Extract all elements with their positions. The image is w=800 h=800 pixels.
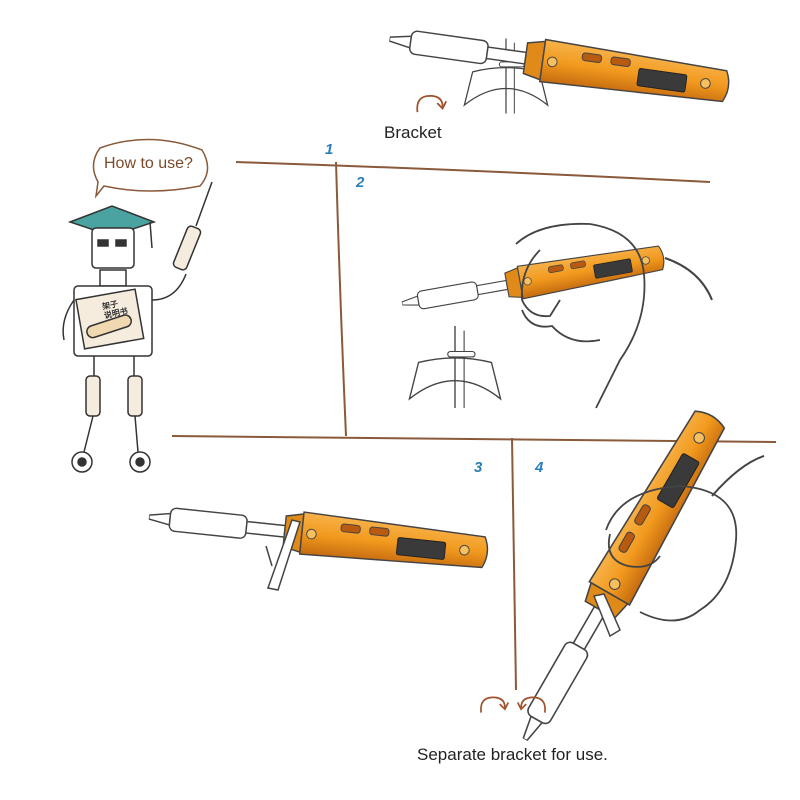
soldering-iron-icon (398, 240, 667, 321)
soldering-iron-icon (385, 17, 733, 109)
robot-teacher (62, 138, 213, 473)
panel-2-hand-iron (398, 222, 713, 409)
step-number-4: 4 (535, 459, 544, 476)
bracket-stand-icon (592, 593, 621, 638)
panel-lines (171, 161, 777, 691)
step-number-1: 1 (325, 141, 334, 158)
separate-bracket-label: Separate bracket for use. (417, 745, 608, 764)
hand-icon (515, 222, 646, 409)
bracket-stand-icon (267, 519, 301, 591)
hand-icon (605, 485, 738, 622)
rotate-arrow-icon (479, 696, 510, 714)
step-number-3: 3 (474, 459, 483, 476)
speech-bubble-text: How to use? (104, 155, 193, 172)
bracket-label: Bracket (384, 123, 442, 142)
speech-bubble (92, 138, 209, 199)
step-number-2: 2 (356, 174, 365, 191)
panel-4-hand-iron-diagonal (479, 403, 765, 753)
soldering-iron-icon (145, 495, 491, 575)
bracket-stand-icon (408, 326, 502, 408)
rotate-arrow-icon (416, 94, 448, 114)
top-iron-with-bracket (385, 17, 733, 115)
panel-3-iron-on-bracket (145, 495, 491, 591)
